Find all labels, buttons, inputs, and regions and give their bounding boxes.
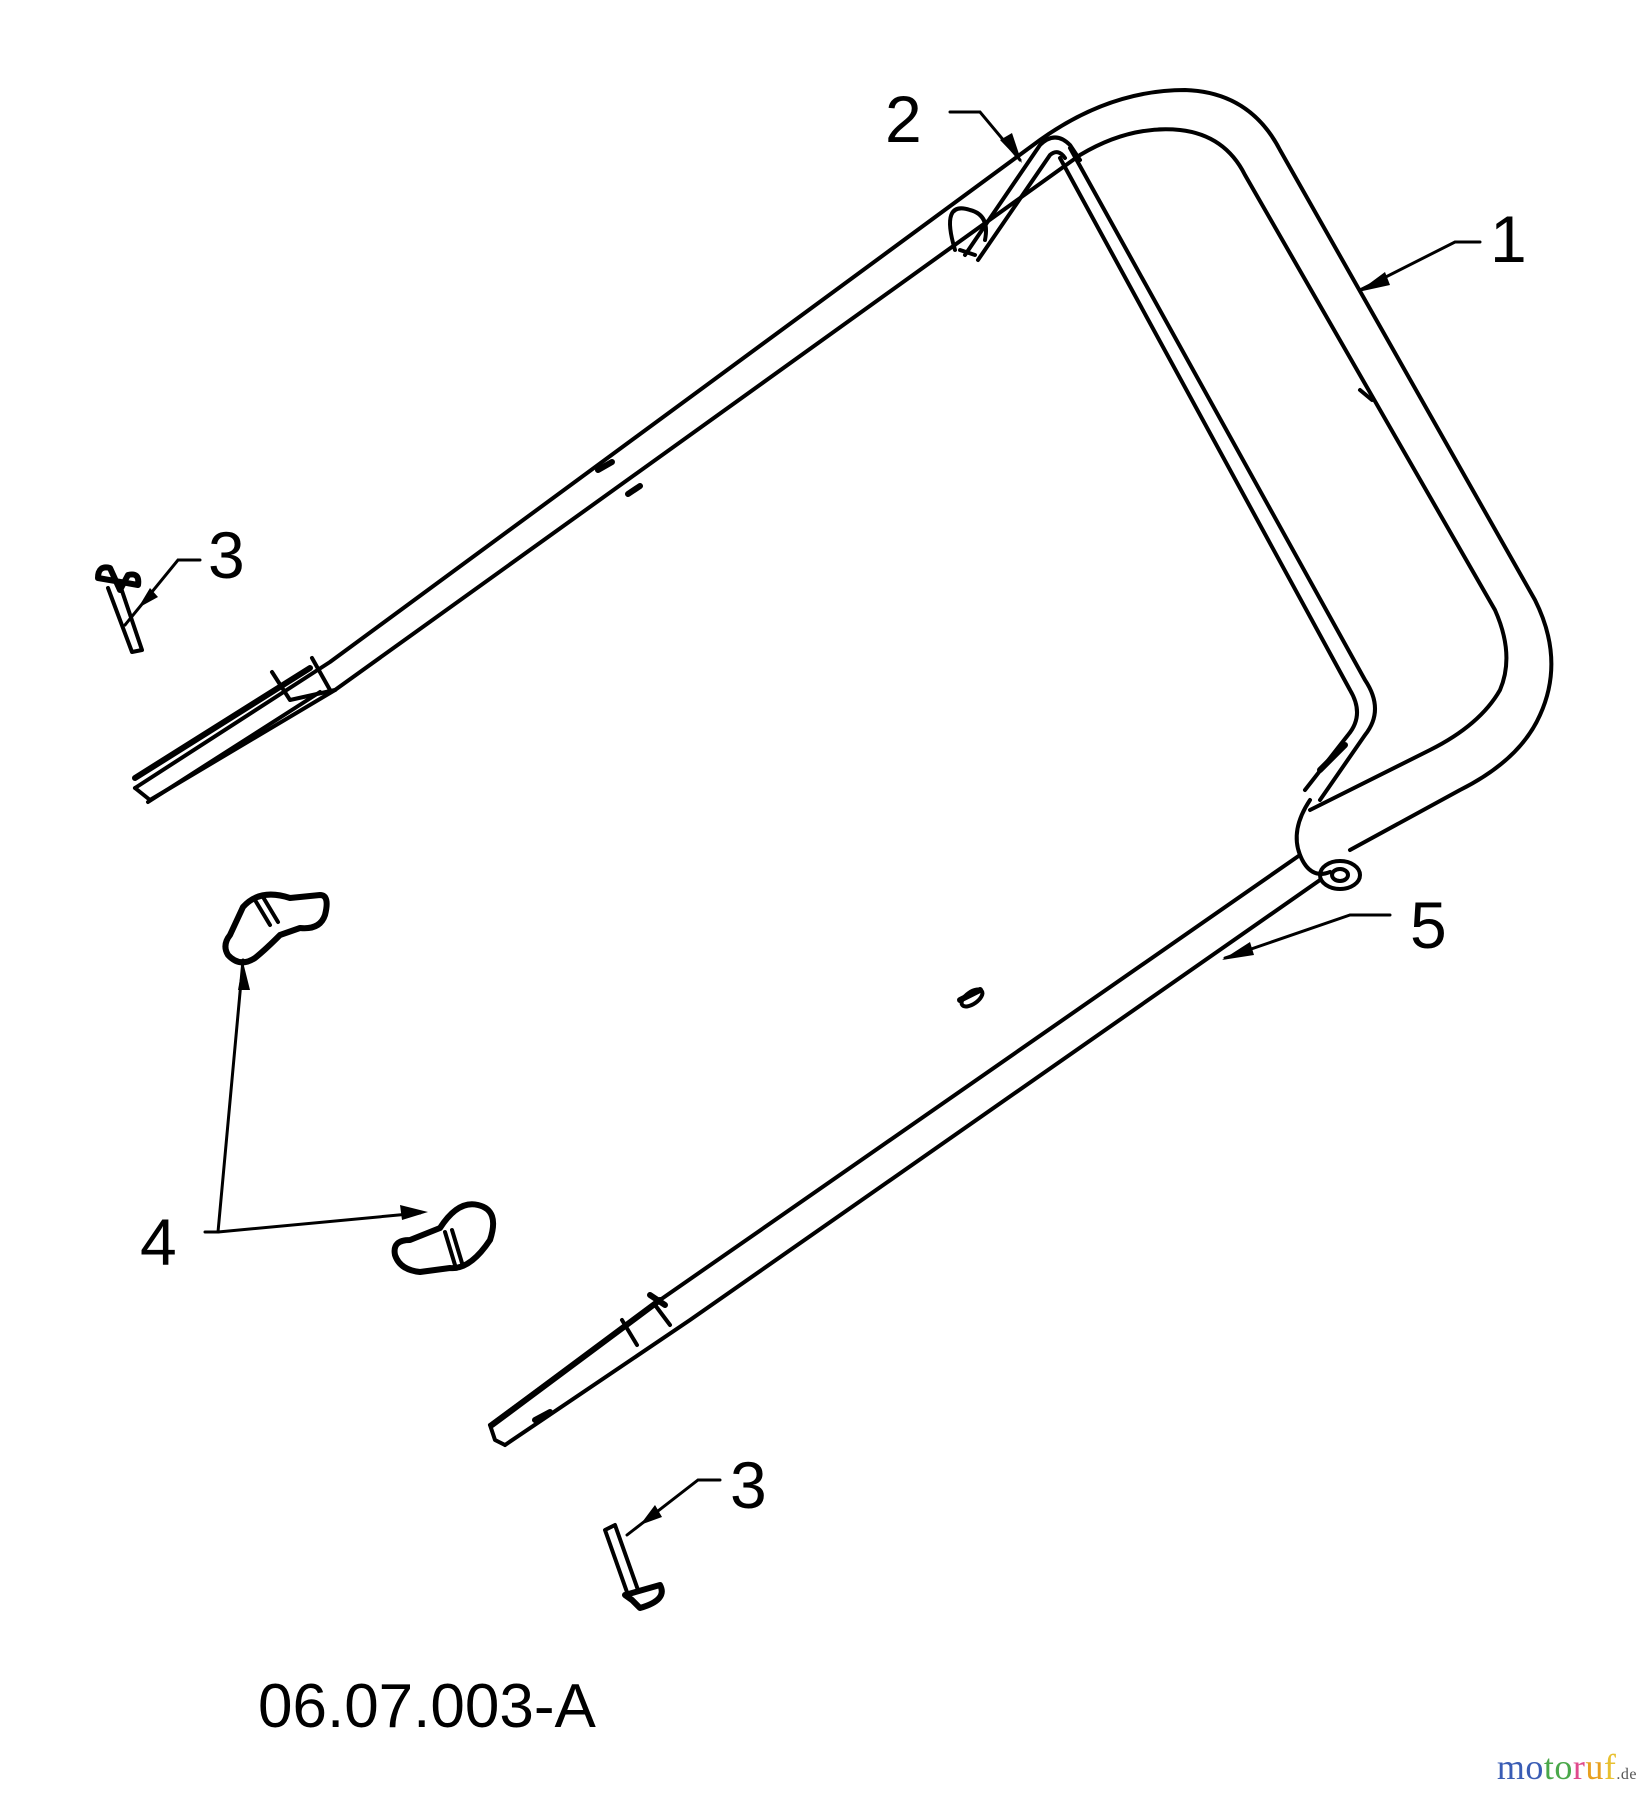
watermark-letters: motoruf bbox=[1497, 1747, 1617, 1787]
watermark-letter: f bbox=[1603, 1747, 1617, 1787]
callout-3-left: 3 bbox=[208, 518, 245, 592]
upper-handle bbox=[132, 88, 1554, 852]
callout-5: 5 bbox=[1410, 888, 1447, 962]
lower-handle bbox=[488, 853, 1322, 1447]
watermark-letter: r bbox=[1572, 1747, 1586, 1787]
figure-id: 06.07.003-A bbox=[258, 1672, 596, 1741]
callout-leaders bbox=[123, 110, 1482, 1537]
watermark-tld: .de bbox=[1616, 1766, 1637, 1783]
carriage-bolt-left bbox=[95, 564, 144, 654]
carriage-bolt-bottom bbox=[603, 1523, 665, 1611]
wing-knob-top bbox=[222, 891, 330, 966]
wing-knob-bottom bbox=[391, 1201, 496, 1275]
callout-2: 2 bbox=[885, 82, 922, 156]
cable-guide-wire bbox=[948, 135, 1377, 891]
watermark-letter: o bbox=[1525, 1747, 1544, 1787]
watermark-letter: o bbox=[1554, 1747, 1573, 1787]
watermark-letter: t bbox=[1543, 1747, 1555, 1787]
callout-3-bottom: 3 bbox=[730, 1448, 767, 1522]
callout-1: 1 bbox=[1490, 202, 1527, 276]
callout-4: 4 bbox=[140, 1205, 177, 1279]
watermark-letter: u bbox=[1585, 1747, 1604, 1787]
motoruf-watermark: motoruf.de bbox=[1497, 1746, 1637, 1788]
watermark-letter: m bbox=[1496, 1747, 1526, 1787]
